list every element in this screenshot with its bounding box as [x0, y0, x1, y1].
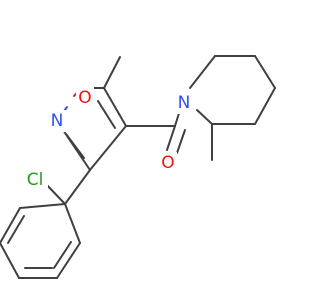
bond-pip-1 [189, 55, 216, 89]
bond-bz-1 [64, 203, 81, 244]
bond-pip-3 [254, 55, 276, 89]
bond-bz-2 [56, 242, 81, 279]
atom-o-ring: O [78, 88, 91, 108]
label-bg-n-pip [175, 92, 193, 114]
bond-pip-4 [254, 87, 276, 125]
bond-c5-c4 [103, 87, 127, 127]
bond-bz-inner-1 [53, 241, 72, 269]
bond-bz-inner-2 [7, 215, 25, 244]
label-bg-o-ring [76, 87, 94, 109]
bond-c4-c3 [89, 125, 127, 171]
bond-bz-5 [0, 207, 21, 244]
bond-c5-methyl [103, 56, 121, 89]
bond-carbonyl-o [166, 125, 176, 151]
bond-c3-n-double [65, 133, 85, 159]
atom-n-ring: N [51, 111, 64, 131]
bond-bz-6 [19, 203, 66, 209]
bond-c5-c4-double [97, 100, 116, 129]
label-bg-cl [22, 169, 48, 191]
bond-c3-benzene [64, 169, 91, 205]
molecule-structure: O N N O Cl [0, 55, 276, 279]
bond-bz-4 [0, 242, 20, 279]
atom-chlorine: Cl [27, 170, 44, 190]
bond-carbonyl-o-double [176, 129, 186, 154]
atom-n-piperidine: N [178, 93, 191, 113]
atom-o-carbonyl: O [161, 153, 174, 173]
label-bg-n-ring [48, 110, 66, 132]
label-bg-o-carbonyl [159, 152, 177, 174]
bond-pip-6 [196, 109, 213, 125]
